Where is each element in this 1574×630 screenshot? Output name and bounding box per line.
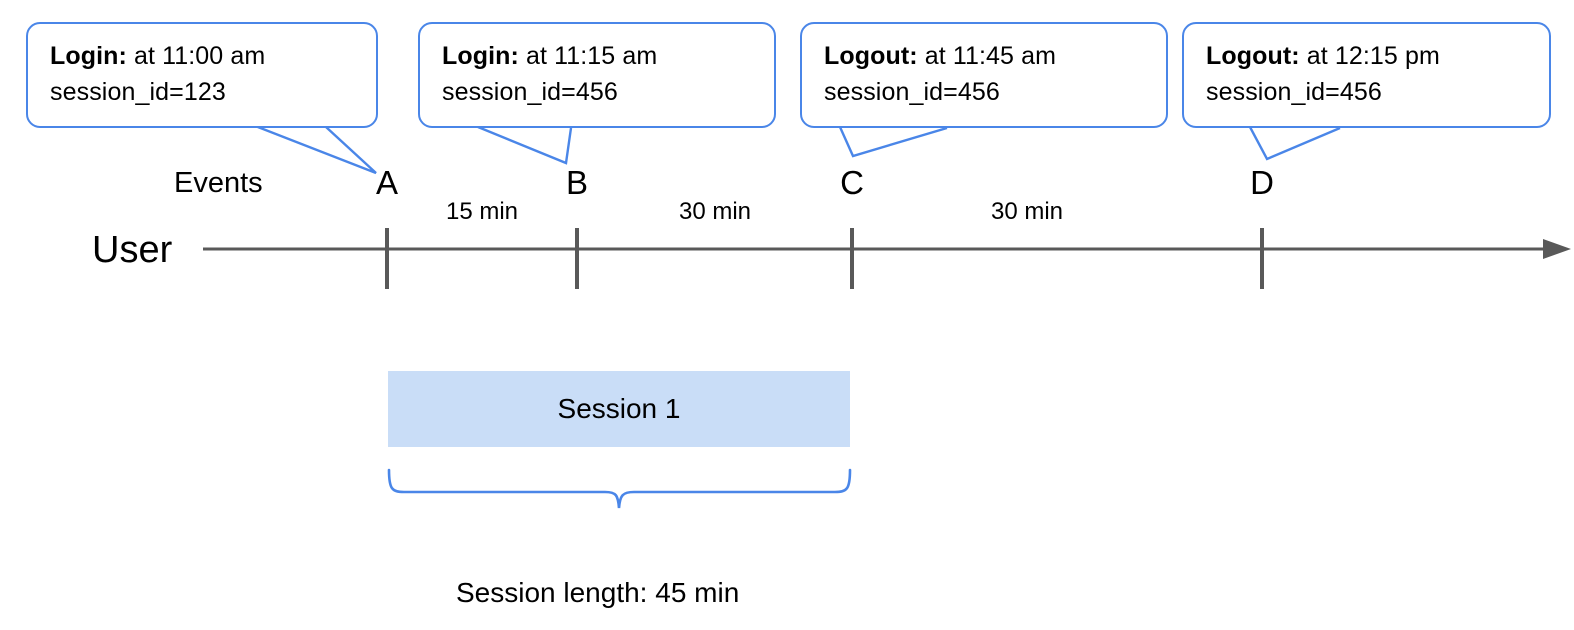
session-brace: [387, 468, 852, 509]
callout-a-session-line: session_id=123: [50, 78, 226, 106]
row-label-user: User: [92, 229, 173, 271]
callout-a-event-type: Login:: [50, 42, 127, 70]
event-label-c: C: [840, 164, 864, 201]
event-label-b: B: [565, 164, 588, 201]
callout-d-time: at 12:15 pm: [1299, 42, 1440, 70]
callout-c-session-line: session_id=456: [824, 78, 1000, 106]
callout-tail-c: [838, 126, 948, 158]
callout-c-event-type: Logout:: [824, 42, 918, 70]
callout-d-event-type: Logout:: [1206, 42, 1300, 70]
session-bar[interactable]: Session 1: [388, 371, 850, 447]
callout-tail-d: [1248, 126, 1341, 161]
callout-d-session-line: session_id=456: [1206, 78, 1382, 106]
row-label-events: Events: [174, 167, 263, 199]
callout-c-primary-line: Logout: at 11:45 am: [824, 38, 1148, 74]
interval-label-b-c: 30 min: [678, 198, 752, 225]
interval-label-c-d: 30 min: [990, 198, 1064, 225]
callout-bubble-b[interactable]: Login: at 11:15 am session_id=456: [418, 22, 776, 128]
callout-b-session-line: session_id=456: [442, 78, 618, 106]
session-length-caption: Session length: 45 min: [456, 577, 740, 608]
event-label-d: D: [1250, 164, 1274, 201]
callout-tail-a: [244, 120, 377, 175]
callout-bubble-a[interactable]: Login: at 11:00 am session_id=123: [26, 22, 378, 128]
interval-label-a-b: 15 min: [445, 198, 519, 225]
callout-a-primary-line: Login: at 11:00 am: [50, 38, 358, 74]
callout-b-event-type: Login:: [442, 42, 519, 70]
event-label-a: A: [375, 164, 398, 201]
callout-bubble-c[interactable]: Logout: at 11:45 am session_id=456: [800, 22, 1168, 128]
callout-bubble-d[interactable]: Logout: at 12:15 pm session_id=456: [1182, 22, 1551, 128]
callout-b-primary-line: Login: at 11:15 am: [442, 38, 756, 74]
session-bar-label: Session 1: [557, 393, 681, 424]
callout-tail-b: [477, 125, 573, 165]
timeline-arrowhead: [1543, 239, 1571, 259]
callout-d-primary-line: Logout: at 12:15 pm: [1206, 38, 1531, 74]
callout-b-time: at 11:15 am: [518, 42, 658, 70]
callout-c-time: at 11:45 am: [917, 42, 1057, 70]
callout-a-time: at 11:00 am: [126, 42, 266, 70]
